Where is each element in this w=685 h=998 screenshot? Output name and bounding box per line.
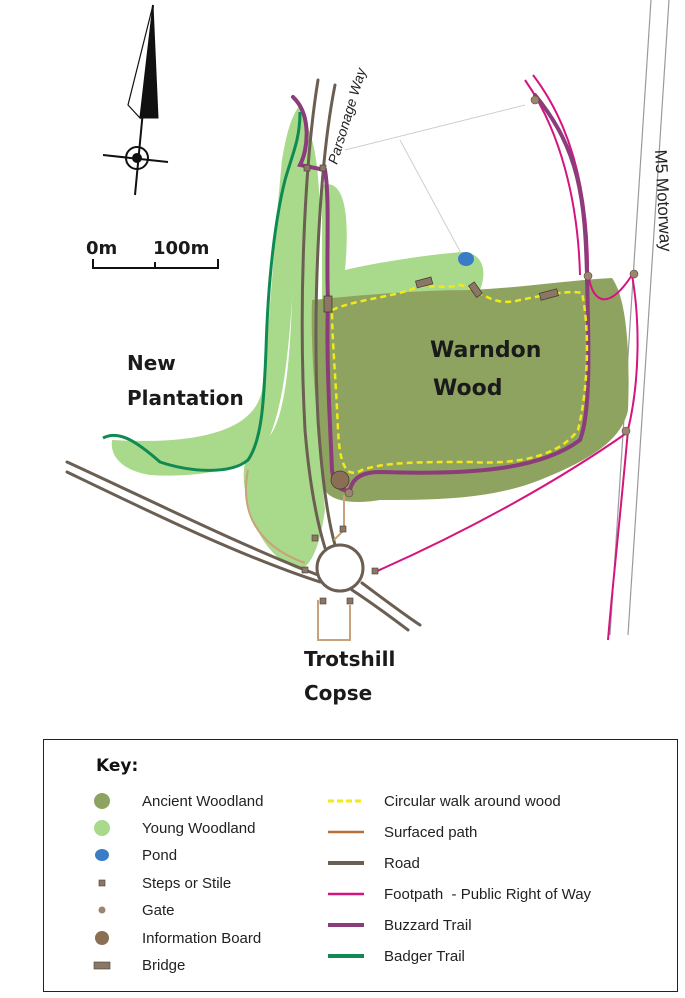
key-label: Young Woodland bbox=[142, 819, 256, 837]
key-label: Pond bbox=[142, 846, 178, 864]
steps-or-stiles bbox=[301, 164, 379, 605]
bridges bbox=[323, 276, 559, 313]
roundabout-centre bbox=[320, 548, 360, 588]
young-woodland-north bbox=[322, 184, 484, 300]
circular-walk bbox=[330, 283, 589, 475]
key-item-young-woodland: Young Woodland bbox=[82, 817, 255, 839]
ancient-woodland-dot-icon bbox=[82, 790, 142, 812]
key-label: Road bbox=[384, 854, 420, 872]
badger-trail bbox=[102, 111, 302, 472]
field-boundaries bbox=[344, 104, 526, 256]
key-item-pond: Pond bbox=[82, 844, 177, 866]
key-item-road: Road bbox=[324, 852, 420, 874]
young-woodland-dot-icon bbox=[82, 817, 142, 839]
key-item-bridge: Bridge bbox=[82, 954, 185, 976]
motorway bbox=[609, 0, 670, 636]
motorway-label: M5 Motorway bbox=[651, 149, 675, 252]
key-item-footpath: Footpath - Public Right of Way bbox=[324, 883, 591, 905]
key-item-circular-walk: Circular walk around wood bbox=[324, 790, 561, 812]
copse-label-line2: Copse bbox=[304, 681, 372, 705]
north-arrow-icon bbox=[102, 4, 169, 196]
key-item-information-board: Information Board bbox=[82, 927, 261, 949]
bridge-rect-icon bbox=[82, 954, 142, 976]
buzzard-trail-line-icon bbox=[324, 914, 384, 936]
wood-label-line1: Warndon bbox=[430, 338, 541, 363]
plantation-label-line1: New bbox=[127, 351, 176, 375]
key-label: Footpath - Public Right of Way bbox=[384, 885, 592, 903]
key-label: Buzzard Trail bbox=[384, 916, 472, 934]
map-key: Key: Ancient Woodland Young Woodland Pon… bbox=[43, 739, 678, 992]
road-label: Parsonage Way bbox=[325, 65, 370, 166]
scale-start-label: 0m bbox=[86, 238, 117, 259]
steps-square-icon bbox=[82, 872, 142, 894]
key-title: Key: bbox=[96, 756, 139, 776]
key-label: Information Board bbox=[142, 929, 262, 947]
roads bbox=[65, 78, 422, 632]
badger-trail-line-icon bbox=[324, 945, 384, 967]
key-item-buzzard-trail: Buzzard Trail bbox=[324, 914, 472, 936]
scale-end-label: 100m bbox=[153, 238, 209, 259]
key-label: Badger Trail bbox=[384, 947, 465, 965]
key-label: Surfaced path bbox=[384, 823, 478, 841]
key-item-gate: Gate bbox=[82, 899, 175, 921]
plantation-label-line2: Plantation bbox=[127, 386, 244, 410]
key-item-steps-or-stile: Steps or Stile bbox=[82, 872, 231, 894]
dashed-line-icon bbox=[324, 790, 384, 812]
copse-label-line1: Trotshill bbox=[304, 647, 395, 671]
information-board-icon bbox=[330, 470, 350, 490]
key-item-ancient-woodland: Ancient Woodland bbox=[82, 790, 263, 812]
key-label: Bridge bbox=[142, 956, 186, 974]
key-label: Steps or Stile bbox=[142, 874, 232, 892]
key-item-surfaced-path: Surfaced path bbox=[324, 821, 477, 843]
information-board-dot-icon bbox=[82, 927, 142, 949]
ancient-woodland bbox=[311, 278, 629, 502]
pond-dot-icon bbox=[82, 844, 142, 866]
wood-label-line2: Wood bbox=[433, 376, 502, 401]
key-label: Gate bbox=[142, 901, 175, 919]
key-label: Ancient Woodland bbox=[142, 792, 264, 810]
gates bbox=[344, 95, 639, 498]
pond-icon bbox=[458, 252, 474, 266]
scale-bar: 0m 100m bbox=[86, 238, 219, 269]
key-item-badger-trail: Badger Trail bbox=[324, 945, 465, 967]
road-line-icon bbox=[324, 852, 384, 874]
surfaced-path-line-icon bbox=[324, 821, 384, 843]
key-label: Circular walk around wood bbox=[384, 792, 561, 810]
footpath-line-icon bbox=[324, 883, 384, 905]
gate-dot-icon bbox=[82, 899, 142, 921]
